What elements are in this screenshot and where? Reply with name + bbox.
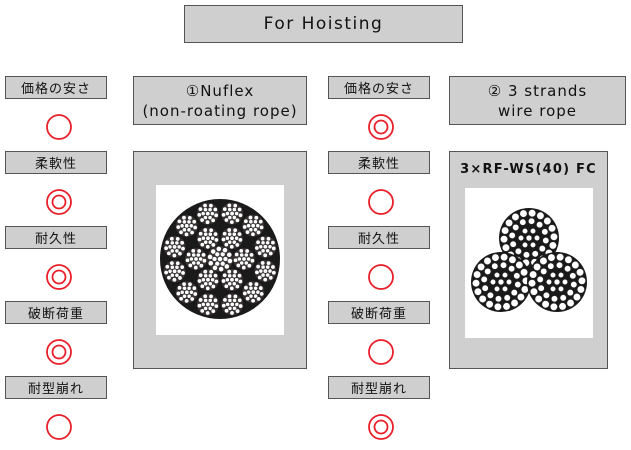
product-heading-line2: wire rope: [497, 101, 578, 120]
criteria-label-flexibility-2: 柔軟性: [328, 151, 430, 174]
product-image-panel-nuflex: [133, 151, 307, 369]
double-circle-icon: [45, 188, 73, 216]
criteria-label-breaking-load: 破断荷重: [5, 301, 107, 324]
product-heading-3-strands: ② 3 strands wire rope: [449, 76, 626, 125]
circle-icon: [367, 263, 395, 291]
product-heading-line2: (non-roating rope): [142, 101, 298, 120]
product-image-panel-3-strands: 3×RF-WS(40) FC: [449, 151, 608, 369]
rope-spec-caption: 3×RF-WS(40) FC: [460, 162, 597, 177]
circle-icon: [367, 338, 395, 366]
criteria-label-flexibility: 柔軟性: [5, 151, 107, 174]
nuflex-rope-cross-section-image: [160, 199, 280, 319]
double-circle-icon: [367, 113, 395, 141]
criteria-label-durability-2: 耐久性: [328, 226, 430, 249]
double-circle-icon: [45, 263, 73, 291]
double-circle-icon: [45, 338, 73, 366]
criteria-label-shape-retention: 耐型崩れ: [5, 376, 107, 399]
page-title: For Hoisting: [184, 5, 463, 43]
product-heading-line1: ①Nuflex: [185, 81, 255, 100]
circle-icon: [367, 188, 395, 216]
criteria-label-price: 価格の安さ: [5, 76, 107, 99]
product-heading-nuflex: ①Nuflex (non-roating rope): [133, 76, 307, 125]
criteria-label-price-2: 価格の安さ: [328, 76, 430, 99]
three-strand-rope-cross-section-image: [471, 208, 587, 312]
criteria-label-breaking-load-2: 破断荷重: [328, 301, 430, 324]
circle-icon: [45, 413, 73, 441]
product-heading-line1: ② 3 strands: [487, 81, 588, 100]
criteria-label-durability: 耐久性: [5, 226, 107, 249]
double-circle-icon: [367, 413, 395, 441]
criteria-label-shape-retention-2: 耐型崩れ: [328, 376, 430, 399]
circle-icon: [45, 113, 73, 141]
